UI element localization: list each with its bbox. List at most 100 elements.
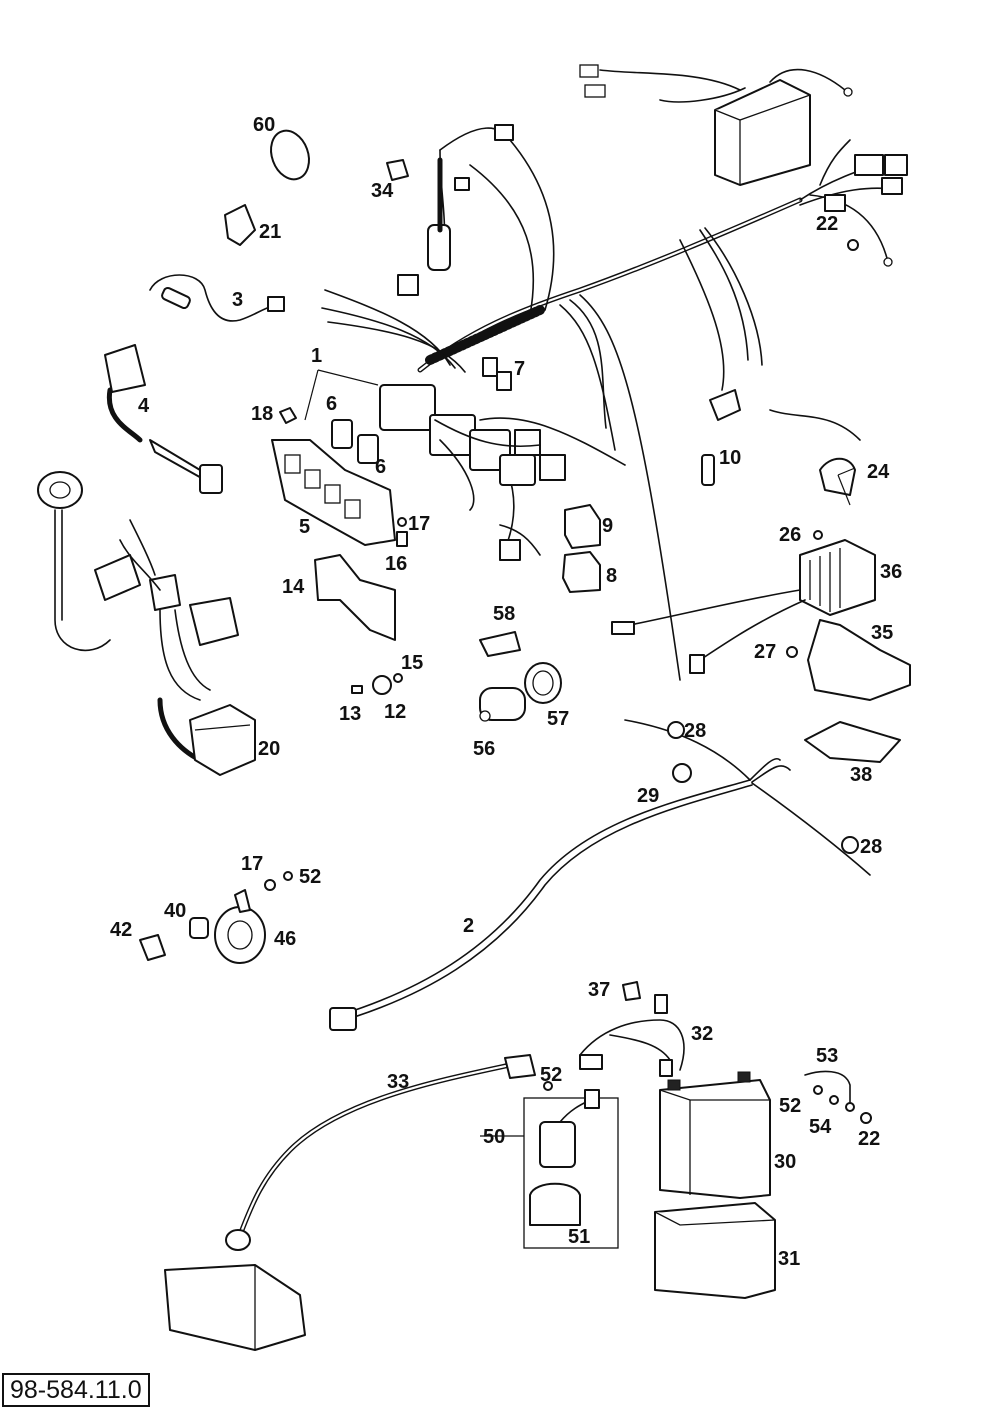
callout-32: 32 <box>691 1023 713 1045</box>
part-33-starter-cable <box>225 1054 536 1251</box>
part-21-switch <box>224 204 256 246</box>
part-57-capacitor-holder <box>524 662 562 704</box>
part-8-relay <box>562 551 601 593</box>
part-12-13-15-small-bits <box>351 673 403 695</box>
leader-lines <box>304 369 856 1137</box>
callout-53: 53 <box>816 1045 838 1067</box>
part-3-sensor-cable <box>149 274 285 322</box>
callout-54: 54 <box>809 1116 832 1138</box>
part-50-starter-relay <box>539 1089 600 1168</box>
callout-5: 5 <box>299 516 310 538</box>
part-27-screw <box>786 646 798 658</box>
part-16-17-screw-washer <box>396 517 408 547</box>
callout-13: 13 <box>339 703 361 725</box>
callout-26: 26 <box>779 524 801 546</box>
callout-56: 56 <box>473 738 495 760</box>
callout-12: 12 <box>384 701 406 723</box>
callout-9: 9 <box>602 515 613 537</box>
callout-34: 34 <box>371 180 394 202</box>
callout-2: 2 <box>463 915 474 937</box>
callout-28b: 28 <box>860 836 882 858</box>
callout-24: 24 <box>867 461 890 483</box>
starter-motor <box>164 1264 306 1351</box>
callout-50: 50 <box>483 1126 505 1148</box>
callout-22: 22 <box>816 213 838 235</box>
part-7-fuses <box>482 357 512 391</box>
callout-42: 42 <box>110 919 132 941</box>
callout-6b: 6 <box>375 456 386 478</box>
part-56-capacitor <box>479 687 526 722</box>
part-2-secondary-harness <box>329 719 871 1031</box>
callout-29: 29 <box>637 785 659 807</box>
callout-33: 33 <box>387 1071 409 1093</box>
part-5-holder-plate <box>271 439 396 546</box>
callout-14: 14 <box>282 576 305 598</box>
callout-27: 27 <box>754 641 776 663</box>
callout-37: 37 <box>588 979 610 1001</box>
fuse-box-cluster <box>379 384 566 561</box>
part-46-horn <box>214 889 266 964</box>
part-52-54-washer-nut <box>813 1085 839 1105</box>
part-31-battery-case <box>654 1202 776 1299</box>
part-9-relay <box>564 504 601 549</box>
part-22-screw-b <box>860 1112 872 1124</box>
drawing-number: 98-584.11.0 <box>2 1373 150 1407</box>
part-17-52-washer-nut <box>264 871 293 891</box>
part-60-cable-tie <box>270 129 310 181</box>
callout-35: 35 <box>871 622 893 644</box>
callout-20: 20 <box>258 738 280 760</box>
part-6-fuse-holders <box>331 419 379 464</box>
part-32-battery-cable <box>579 994 685 1077</box>
callout-36: 36 <box>880 561 902 583</box>
callout-8: 8 <box>606 565 617 587</box>
callout-labels: 60 34 21 22 3 1 7 4 18 6 6 10 24 5 17 9 … <box>110 114 902 1270</box>
part-30-battery <box>659 1071 771 1199</box>
part-58-fuse-clip <box>479 631 521 657</box>
callout-7: 7 <box>514 358 525 380</box>
part-52-nut-c <box>543 1081 553 1091</box>
callout-4: 4 <box>138 395 150 417</box>
callout-40: 40 <box>164 900 186 922</box>
callout-52c: 52 <box>779 1095 801 1117</box>
part-42-bracket <box>139 934 166 961</box>
callout-58: 58 <box>493 603 515 625</box>
callout-17a: 17 <box>408 513 430 535</box>
part-38-cover <box>804 721 901 763</box>
part-22-screw-a <box>847 239 859 251</box>
callout-51: 51 <box>568 1226 590 1248</box>
callout-1: 1 <box>311 345 322 367</box>
part-20-ignition-switch-assembly <box>37 471 256 776</box>
part-51-relay-holder <box>529 1182 581 1226</box>
part-4-kill-switch <box>104 344 223 494</box>
part-35-bracket <box>807 619 911 701</box>
part-36-regulator <box>611 539 876 674</box>
callout-31: 31 <box>778 1248 800 1270</box>
main-wiring-harness <box>321 64 908 681</box>
callout-3: 3 <box>232 289 243 311</box>
callout-28a: 28 <box>684 720 706 742</box>
callout-18: 18 <box>251 403 273 425</box>
callout-15: 15 <box>401 652 423 674</box>
cdi-unit <box>579 64 853 186</box>
callout-52a: 52 <box>299 866 321 888</box>
callout-16: 16 <box>385 553 407 575</box>
callout-22b: 22 <box>858 1128 880 1150</box>
part-37-fuse <box>622 981 641 1001</box>
part-40-spacer <box>189 917 209 939</box>
callout-6a: 6 <box>326 393 337 415</box>
part-14-bracket <box>314 554 396 641</box>
callout-17b: 17 <box>241 853 263 875</box>
callout-38: 38 <box>850 764 872 786</box>
callout-10: 10 <box>719 447 741 469</box>
part-18-nut <box>279 407 297 424</box>
callout-60: 60 <box>253 114 275 136</box>
callout-46: 46 <box>274 928 296 950</box>
callout-21: 21 <box>259 221 281 243</box>
part-34-grommet <box>386 159 409 181</box>
callout-52b: 52 <box>540 1064 562 1086</box>
part-26-nut <box>813 530 823 540</box>
callout-57: 57 <box>547 708 569 730</box>
part-53-ground-cable <box>804 1070 855 1112</box>
callout-30: 30 <box>774 1151 796 1173</box>
